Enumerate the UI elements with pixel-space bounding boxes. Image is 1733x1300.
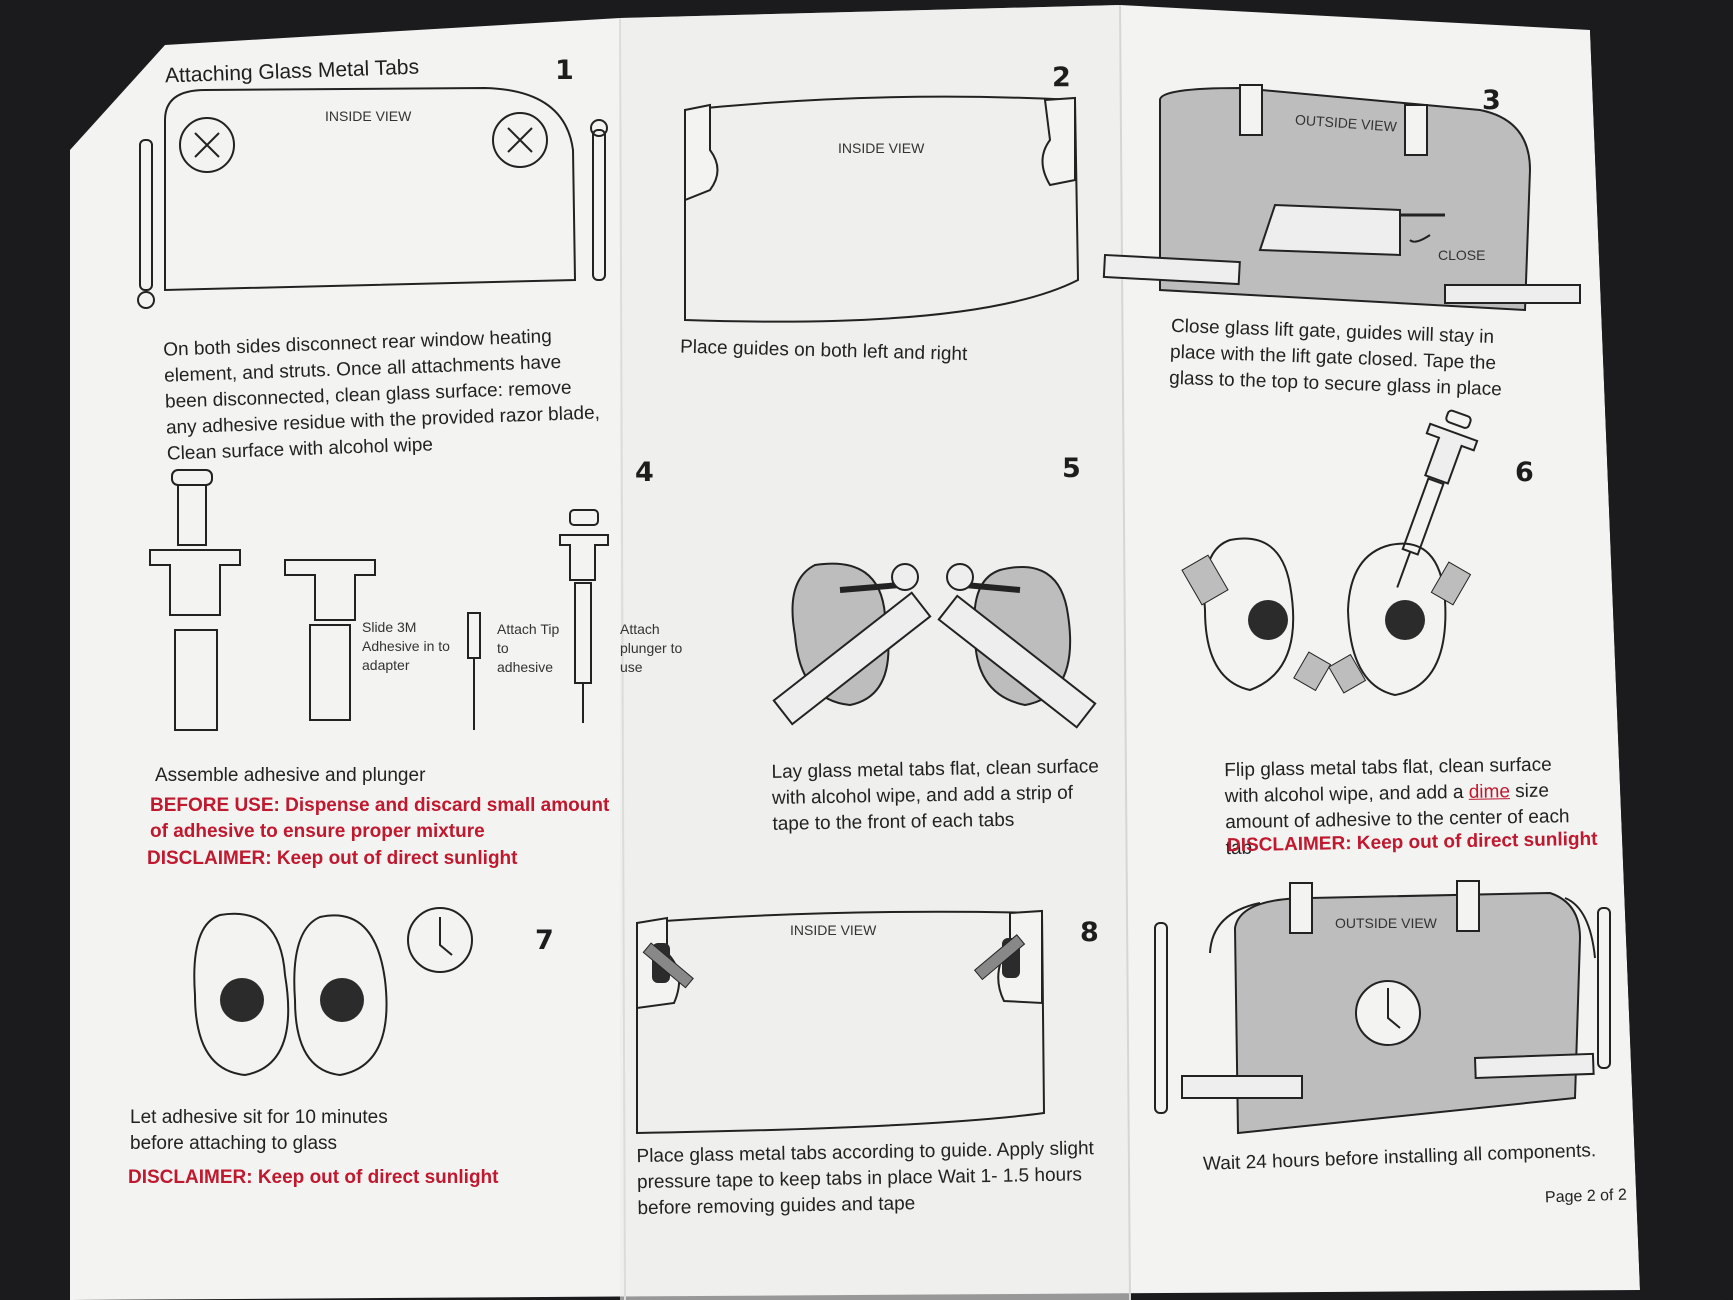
step-3-number: 3 — [1482, 85, 1501, 116]
strut-left — [139, 139, 153, 291]
step-1-text: On both sides disconnect rear window hea… — [162, 326, 601, 465]
step-4-disclaimer: DISCLAIMER: Keep out of direct sunlight — [147, 848, 518, 869]
step-7-disclaimer: DISCLAIMER: Keep out of direct sunlight — [128, 1167, 499, 1188]
step-8-number: 8 — [1080, 917, 1099, 948]
disconnect-icon-left — [179, 117, 235, 173]
step-4-label-plunger: Attach plunger to use — [620, 621, 683, 675]
step-8-glass-illustration — [636, 909, 1046, 1135]
page-number: Page 2 of 2 — [1544, 1186, 1628, 1207]
step-1-view-label: INSIDE VIEW — [325, 108, 412, 124]
step-5-text: Lay glass metal tabs flat, clean surface… — [771, 756, 1100, 835]
step-4-label-slide: Slide 3M Adhesive in to adapter — [362, 619, 450, 673]
step-3-text: Close glass lift gate, guides will stay … — [1168, 315, 1503, 401]
disconnect-icon-right — [492, 112, 548, 168]
step-6-number: 6 — [1515, 457, 1534, 488]
step-6-dispense-illustration — [1181, 409, 1479, 697]
step-2-glass-illustration — [684, 95, 1080, 323]
step-5-tabs-illustration — [772, 562, 1097, 729]
guide-right — [1041, 96, 1076, 187]
step-4-label-tip: Attach Tip to adhesive — [497, 621, 560, 675]
step-8-text: Place glass metal tabs according to guid… — [636, 1138, 1095, 1220]
step-4-syringe-illustration — [149, 469, 609, 731]
step-4-text: Assemble adhesive and plunger — [155, 765, 426, 786]
guide-left — [684, 103, 719, 202]
step-5-number: 5 — [1062, 453, 1081, 484]
strut-right — [592, 129, 606, 281]
step-4-warning: BEFORE USE: Dispense and discard small a… — [150, 795, 610, 842]
step-3-close-label: CLOSE — [1438, 247, 1486, 263]
step-6-dime-link: dime — [1468, 781, 1511, 803]
step-7-text: Let adhesive sit for 10 minutes before a… — [130, 1107, 388, 1154]
step-4-number: 4 — [635, 457, 654, 488]
step-7-number: 7 — [535, 925, 554, 956]
step-9-liftgate-illustration — [1154, 880, 1611, 1135]
step-1-glass-illustration — [137, 86, 608, 309]
step-8-view-label: INSIDE VIEW — [790, 922, 877, 938]
step-2-view-label: INSIDE VIEW — [838, 140, 925, 156]
clock-icon — [407, 907, 473, 973]
step-2-number: 2 — [1052, 62, 1071, 93]
step-3-liftgate-illustration — [1102, 84, 1581, 312]
step-7-wait-illustration — [193, 907, 473, 1077]
step-1-number: 1 — [555, 55, 574, 86]
step-9-view-label: OUTSIDE VIEW — [1335, 915, 1437, 931]
